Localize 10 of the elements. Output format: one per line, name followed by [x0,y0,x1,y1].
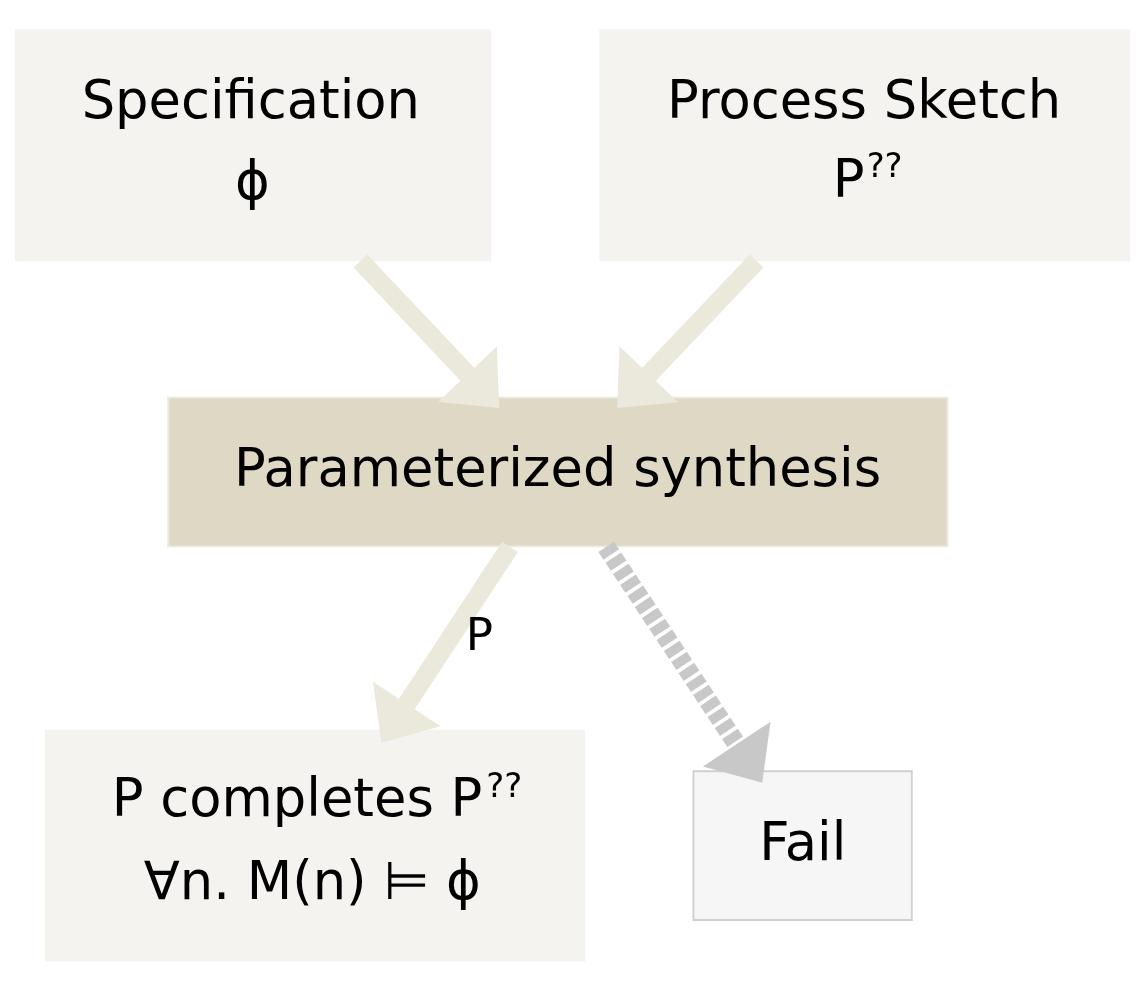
node-box: Specification ϕ [14,29,492,261]
arrow [617,254,764,408]
edge-label: P [465,607,493,661]
node-box: P completes P$^{??}$ ∀n. M(n) ⊨ ϕ [44,729,586,961]
node-box: Parameterized synthesis [167,396,949,547]
node-box: Fail [692,769,913,921]
arrow [353,254,500,408]
arrow [598,541,771,783]
node-box: Process Sketch P$^{??}$ [599,29,1131,261]
arrow [372,541,518,743]
